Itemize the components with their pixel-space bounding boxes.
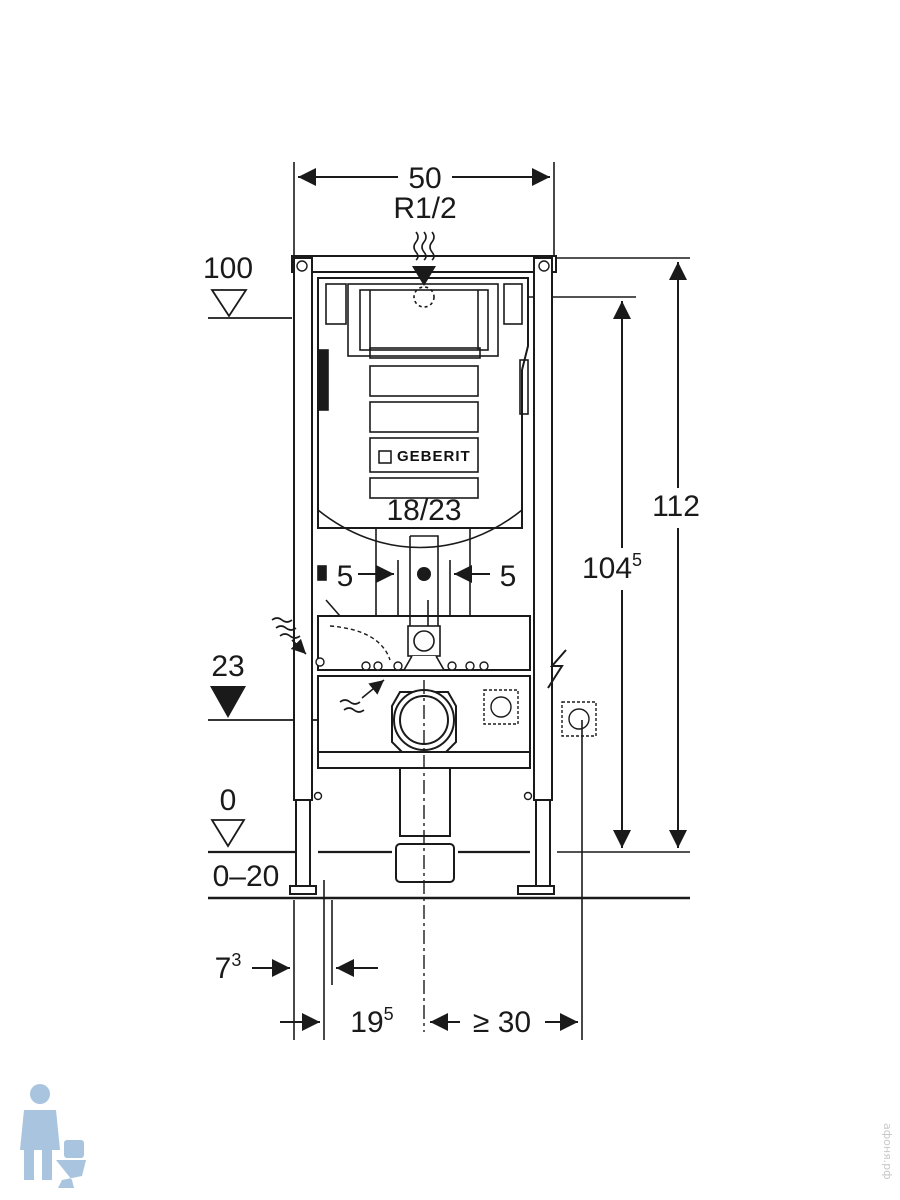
flush-spacing-label: 18/23 bbox=[386, 494, 461, 527]
level-23-label: 23 bbox=[211, 650, 244, 683]
dimension-arrows bbox=[252, 168, 687, 1031]
dashed-pipe bbox=[329, 625, 391, 661]
water-supply-arrow-icon bbox=[412, 266, 436, 286]
water-wave-lower-icon bbox=[271, 617, 385, 713]
mounting-holes bbox=[361, 661, 489, 671]
height-total-label: 112 bbox=[652, 490, 700, 523]
flush-outlet bbox=[402, 625, 446, 671]
plumber-logo-icon bbox=[20, 1084, 86, 1188]
level-100-label: 100 bbox=[203, 252, 253, 285]
width-label: 50 bbox=[408, 162, 441, 195]
water-inlet-icon bbox=[413, 286, 435, 308]
offset-left-label: 5 bbox=[337, 560, 354, 593]
socket-icon bbox=[490, 696, 590, 730]
level-0-label: 0 bbox=[220, 784, 237, 817]
level-marker-100 bbox=[208, 289, 292, 319]
watermark: афоня.рф bbox=[881, 1123, 894, 1180]
depth-b-label: 195 bbox=[350, 1004, 393, 1039]
water-wave-icon bbox=[413, 231, 435, 261]
range-label: 0–20 bbox=[213, 860, 280, 893]
electricity-icon bbox=[547, 649, 567, 689]
offset-right-label: 5 bbox=[500, 560, 517, 593]
brand-label: GEBERIT bbox=[397, 448, 471, 465]
level-marker-0 bbox=[208, 819, 530, 854]
electrical-box-icon bbox=[483, 689, 597, 737]
thread-label: R1/2 bbox=[393, 192, 456, 225]
height-inlet-label: 1045 bbox=[582, 550, 642, 585]
drain-outlet bbox=[391, 689, 457, 883]
depth-a-label: 73 bbox=[215, 950, 242, 985]
min-clearance-label: ≥ 30 bbox=[473, 1006, 531, 1039]
brand-logo-icon bbox=[378, 450, 392, 464]
frame-bolts bbox=[296, 260, 550, 801]
center-point bbox=[417, 567, 431, 581]
